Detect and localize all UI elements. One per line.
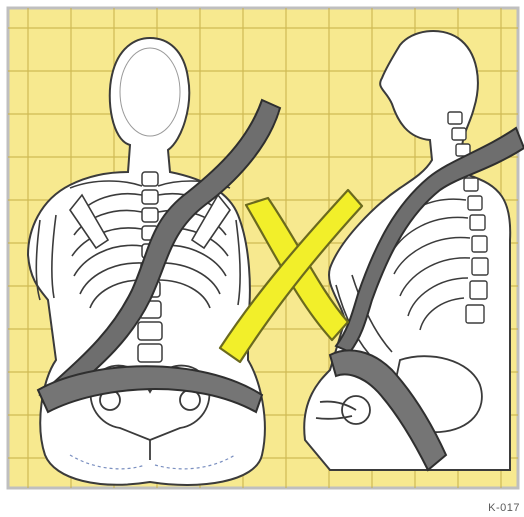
- figure-code-label: K-017: [488, 502, 520, 514]
